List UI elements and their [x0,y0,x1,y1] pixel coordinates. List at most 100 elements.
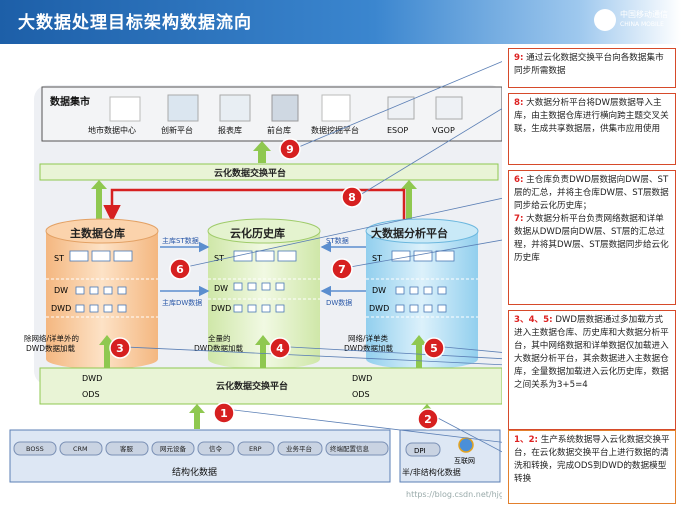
source-item: DPI [414,447,426,455]
market-item: 创新平台 [161,125,193,135]
step-9-marker [279,138,301,160]
step-number: 3 [116,342,124,355]
market-item: 地市数据中心 [88,125,136,135]
note-6: 6: 主仓库负责DWD层数据向DW层、ST层的汇总，并将主仓库DW层、ST层数据… [514,174,670,213]
note-text: 生产系统数据导入云化数据交换平台，在云化数据交换平台上进行数据的清洗和转换，完成… [514,435,670,484]
step-number: 1 [220,407,228,420]
note-number: 9: [514,53,524,63]
semi-structured-box [399,429,501,483]
market-item: ESOP [387,126,408,135]
watermark: https://blog.csdn.net/hjgm1u040 [406,490,502,499]
note-number: 3、4、5: [514,315,553,325]
source-item: 终端配置信息 [330,444,370,453]
report-db-icon [219,94,251,122]
source-item: 互联网 [454,456,475,465]
history-warehouse-title: 云化历史库 [230,226,285,240]
layer-label: ODS [82,390,100,399]
note-step-8: 8: 大数据分析平台将DW层数据导入主库，由主数据仓库进行横向跨主题交叉关联，生… [508,93,676,165]
logo-text-en: CHINA MOBILE [620,21,664,28]
note-number: 1、2: [514,435,538,445]
exchange-bottom-label: 云化数据交换平台 [216,380,288,392]
vgop-icon [435,96,463,120]
exchange-platform-bottom [39,367,502,405]
analysis-platform: 大数据分析平台 ST DW DWD [365,218,479,369]
up-arrow-icon [401,180,417,221]
source-item: 网元设备 [160,444,187,453]
step-number: 4 [276,342,284,355]
step-number: 6 [176,263,184,276]
layer-label: DW [214,284,228,293]
table-icons [69,250,455,313]
step-2-marker [417,408,439,430]
flow-label: 主库DW数据 [162,298,202,307]
step-number: 9 [286,143,294,156]
layer-label: DW [372,286,386,295]
source-item: 业务平台 [286,444,312,453]
note-connectors [125,61,502,453]
source-item: 信令 [209,444,223,453]
note-text: DWD层数据通过多加载方式进入主数据仓库、历史库和大数据分析平台，其中网络数据和… [514,315,669,390]
layer-label: DWD [369,304,389,313]
market-icons [109,94,463,122]
step-number: 8 [348,191,356,204]
esop-icon [387,96,415,120]
up-arrow-icon [91,180,107,221]
layer-label: DWD [352,374,372,383]
note-text: 大数据分析平台负责网络数据和详单数据从DWD层向DW层、ST层的汇总过程，并将其… [514,214,669,263]
step-3-marker [109,337,131,359]
up-arrow-icon [255,335,271,369]
layer-label: ODS [352,390,370,399]
layer-label: DWD [211,304,231,313]
note-number: 7: [514,214,524,224]
main-warehouse: 主数据仓库 ST DW DWD [45,218,159,369]
up-arrow-icon [411,335,427,369]
city-datacenter-icon [109,96,141,122]
dpi-pill [405,442,441,457]
note-step-1-2: 1、2: 生产系统数据导入云化数据交换平台，在云化数据交换平台上进行数据的清洗和… [508,430,676,504]
flow-label: DW数据 [326,298,352,307]
market-item: 数据挖掘平台 [311,125,359,135]
step-5-marker [423,337,445,359]
layer-label: ST [54,254,64,263]
layer-label: DWD [82,374,102,383]
data-market-title: 数据集市 [50,95,90,108]
flow-label: ST数据 [326,236,349,245]
page-title: 大数据处理目标架构数据流向 [18,13,252,33]
layer-label: DWD [51,304,71,313]
history-warehouse: 云化历史库 ST DW DWD [207,218,321,369]
step-4-marker [269,337,291,359]
step-markers [109,138,445,430]
market-items: 地市数据中心 创新平台 报表库 前台库 数据挖掘平台 ESOP VGOP [88,125,455,135]
architecture-diagram: 数据集市 地市数据中心 创新平台 报表库 前台库 数据挖掘平台 ESOP VGO… [9,61,502,499]
step-7-marker [331,258,353,280]
analysis-platform-title: 大数据分析平台 [371,226,448,240]
china-mobile-logo: 中国移动通信 CHINA MOBILE [594,4,676,40]
data-mining-icon [321,94,351,122]
note-step-6-7: 6: 主仓库负责DWD层数据向DW层、ST层的汇总，并将主仓库DW层、ST层数据… [508,170,676,305]
flow-label: 主库ST数据 [162,236,199,245]
flow-8-arrow [103,188,406,223]
frontend-db-icon [271,94,299,122]
step-number: 5 [430,342,438,355]
note-number: 6: [514,175,524,185]
main-warehouse-title: 主数据仓库 [70,226,125,240]
note-step-9: 9: 通过云化数据交换平台向各数据集市同步所需数据 [508,48,676,88]
innovation-platform-icon [167,94,199,122]
note-step-3-4-5: 3、4、5: DWD层数据通过多加载方式进入主数据仓库、历史库和大数据分析平台，… [508,310,676,430]
step-1-marker [213,402,235,424]
note-7: 7: 大数据分析平台负责网络数据和详单数据从DWD层向DW层、ST层的汇总过程，… [514,213,670,265]
source-item: CRM [73,445,88,453]
internet-explorer-icon [458,437,474,453]
up-arrow-icon [253,141,271,163]
layer-label: ST [372,254,382,263]
semi-structured-title: 半/非结构化数据 [402,467,461,477]
step-numbers: 9 8 6 7 3 4 5 1 2 [116,143,438,426]
note-number: 8: [514,98,524,108]
structured-data-box [9,429,391,483]
note-text: 主仓库负责DWD层数据向DW层、ST层的汇总，并将主仓库DW层、ST层数据同步给… [514,175,669,211]
layer-label: ST [214,254,224,263]
title-banner [0,0,681,44]
exchange-platform-top [39,163,499,181]
